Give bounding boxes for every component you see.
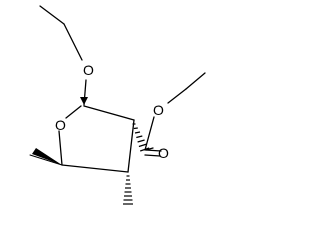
ester-hashed-wedge	[132, 123, 150, 152]
c4-methyl-hashed-wedge	[123, 175, 133, 205]
ring-c3-c4-bond	[127, 119, 135, 173]
molecule-structure-diagram: O O O O	[29, 5, 206, 205]
hash-5	[137, 139, 145, 143]
anomeric-stereo-wedge	[80, 97, 88, 105]
ring-o1-c5-bond	[58, 130, 63, 166]
hash-4	[136, 135, 143, 139]
ring-c2-o1-bond	[65, 105, 82, 119]
hash-6	[138, 143, 148, 148]
ring-c4-c5-bond	[61, 164, 129, 173]
hash-3	[134, 131, 141, 134]
carbonyl-c-ester-o-bond	[144, 116, 155, 151]
c5-methyl-bold-wedge	[32, 148, 62, 165]
c5-methyl-bond	[29, 154, 63, 166]
ring-c2-c3-bond	[83, 105, 135, 121]
furanose-ring-bonds	[58, 105, 135, 173]
ethoxy-ch2-o-bond	[63, 23, 83, 61]
hash-2	[133, 127, 138, 130]
carbonyl-double-bond	[144, 147, 162, 157]
carbonyl-oxygen-label: O	[158, 145, 169, 161]
ester-ch2-ch3-bond	[185, 72, 206, 90]
carbonyl-bond-line-b	[144, 154, 161, 157]
carbonyl-bond-line-a	[145, 149, 162, 152]
ester-oxygen-label: O	[153, 102, 164, 118]
ring-oxygen-label: O	[55, 117, 66, 133]
ether-oxygen-label: O	[83, 62, 94, 78]
ester-o-ch2-bond	[167, 88, 187, 104]
ethoxy-ch3-ch2-bond	[39, 5, 65, 25]
ester-ethyl-bonds	[167, 72, 206, 104]
ethoxy-ethyl-bonds	[39, 5, 83, 61]
